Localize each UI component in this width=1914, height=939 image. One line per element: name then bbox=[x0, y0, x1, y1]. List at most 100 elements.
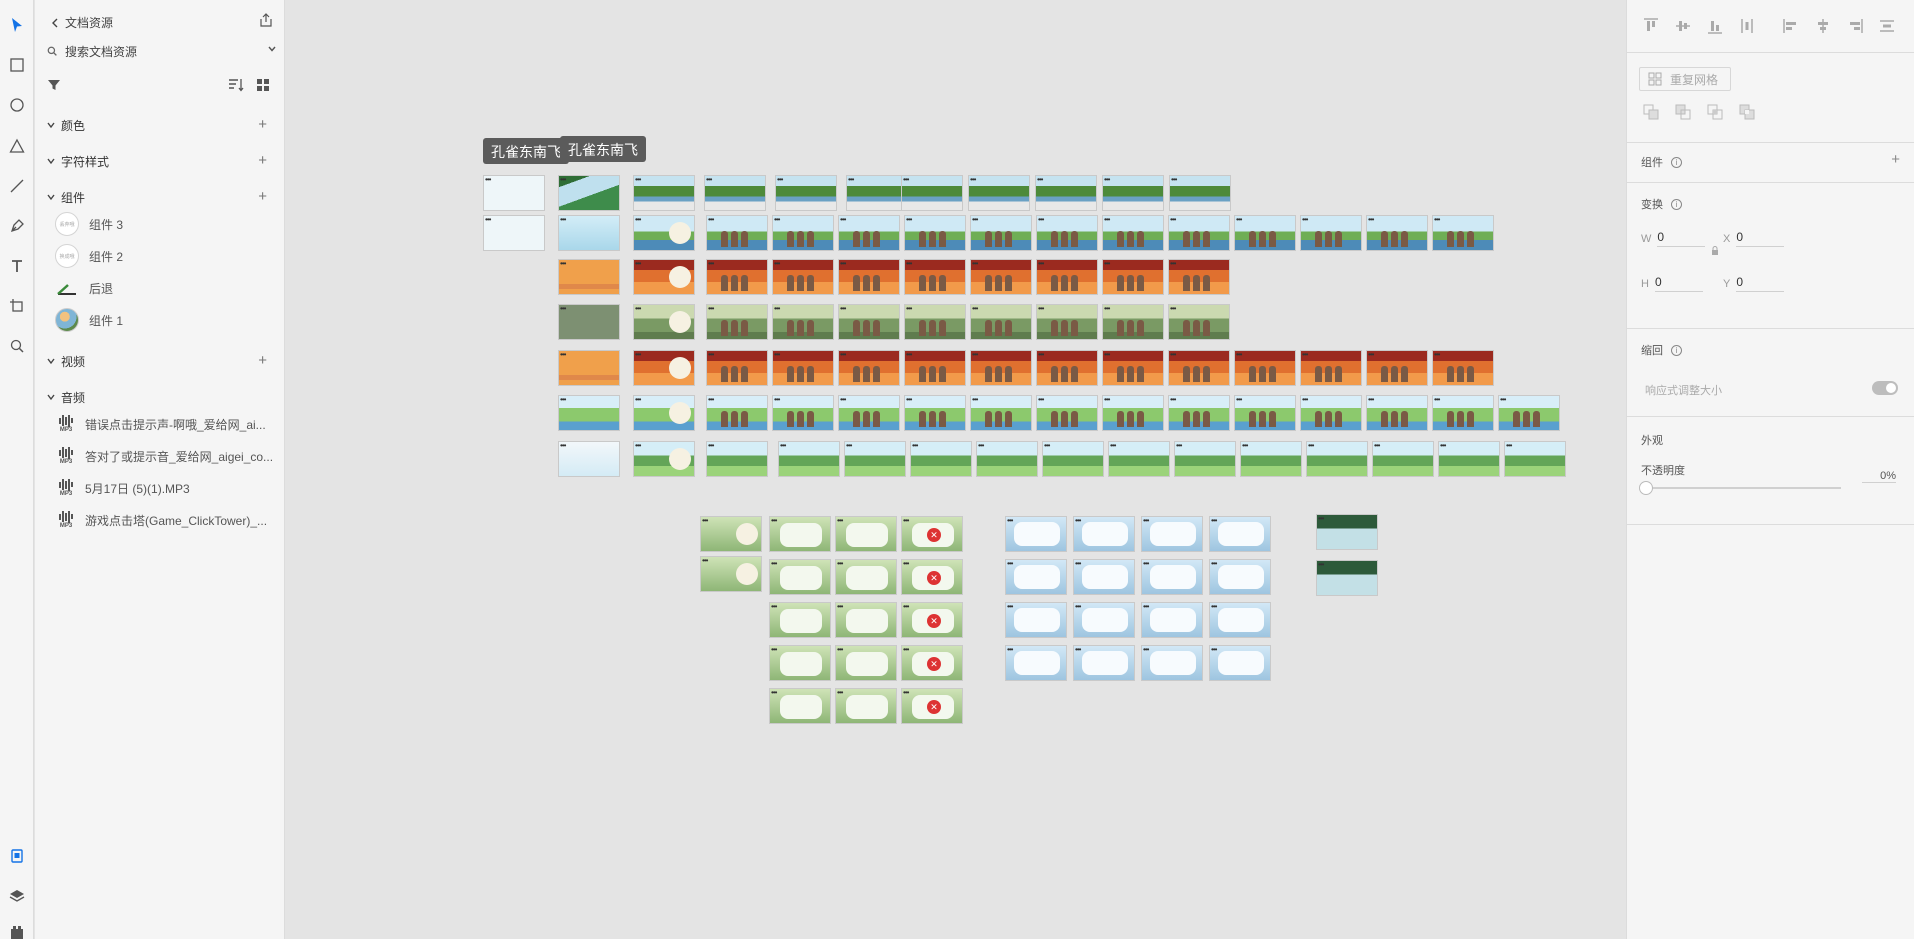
artboard-menu-icon[interactable]: ••• bbox=[1368, 350, 1374, 359]
artboard-menu-icon[interactable]: ••• bbox=[1075, 602, 1081, 611]
artboard-thumbnail[interactable]: ••• bbox=[1432, 215, 1494, 251]
artboard-thumbnail[interactable]: •••✕ bbox=[901, 559, 963, 595]
artboard-menu-icon[interactable]: ••• bbox=[903, 688, 909, 697]
artboard-thumbnail[interactable]: •••✕ bbox=[901, 602, 963, 638]
artboard-thumbnail[interactable]: ••• bbox=[558, 259, 620, 295]
artboard-menu-icon[interactable]: ••• bbox=[903, 559, 909, 568]
artboard-thumbnail[interactable]: ••• bbox=[1168, 215, 1230, 251]
artboard-thumbnail[interactable]: •••✕ bbox=[901, 645, 963, 681]
artboard-menu-icon[interactable]: ••• bbox=[978, 441, 984, 450]
artboard-menu-icon[interactable]: ••• bbox=[912, 441, 918, 450]
artboard-thumbnail[interactable]: ••• bbox=[778, 441, 840, 477]
artboard-menu-icon[interactable]: ••• bbox=[774, 395, 780, 404]
select-tool-icon[interactable] bbox=[6, 14, 28, 36]
artboard-thumbnail[interactable]: ••• bbox=[558, 441, 620, 477]
artboard-thumbnail[interactable]: •••✕ bbox=[901, 688, 963, 724]
artboard-thumbnail[interactable]: ••• bbox=[1141, 516, 1203, 552]
artboard-menu-icon[interactable]: ••• bbox=[1075, 645, 1081, 654]
artboard-thumbnail[interactable]: ••• bbox=[1102, 175, 1164, 211]
artboard-thumbnail[interactable]: ••• bbox=[904, 350, 966, 386]
share-icon[interactable] bbox=[258, 12, 274, 28]
plugins-icon[interactable] bbox=[6, 921, 28, 939]
artboard-menu-icon[interactable]: ••• bbox=[1302, 215, 1308, 224]
artboard-thumbnail[interactable]: ••• bbox=[1372, 441, 1434, 477]
info-icon[interactable]: i bbox=[1671, 156, 1682, 168]
artboard-thumbnail[interactable]: ••• bbox=[835, 559, 897, 595]
artboard-menu-icon[interactable]: ••• bbox=[774, 350, 780, 359]
artboard-thumbnail[interactable]: ••• bbox=[1102, 259, 1164, 295]
artboard-thumbnail[interactable]: ••• bbox=[1102, 304, 1164, 340]
align-center-icon[interactable] bbox=[1815, 18, 1831, 34]
artboard-menu-icon[interactable]: ••• bbox=[1434, 215, 1440, 224]
artboard-menu-icon[interactable]: ••• bbox=[1500, 395, 1506, 404]
artboard-menu-icon[interactable]: ••• bbox=[774, 215, 780, 224]
artboard-thumbnail[interactable]: ••• bbox=[1036, 395, 1098, 431]
artboard-thumbnail[interactable]: ••• bbox=[838, 259, 900, 295]
ellipse-tool-icon[interactable] bbox=[6, 94, 28, 116]
artboard-thumbnail[interactable]: ••• bbox=[1209, 559, 1271, 595]
artboard-menu-icon[interactable]: ••• bbox=[706, 175, 712, 184]
artboard-menu-icon[interactable]: ••• bbox=[1110, 441, 1116, 450]
artboard-menu-icon[interactable]: ••• bbox=[970, 175, 976, 184]
artboard-thumbnail[interactable]: ••• bbox=[1438, 441, 1500, 477]
artboard-menu-icon[interactable]: ••• bbox=[771, 559, 777, 568]
artboard-thumbnail[interactable]: ••• bbox=[904, 259, 966, 295]
artboard-thumbnail[interactable]: ••• bbox=[1234, 350, 1296, 386]
artboard-thumbnail[interactable]: ••• bbox=[706, 215, 768, 251]
artboard-thumbnail[interactable]: ••• bbox=[1141, 602, 1203, 638]
sort-icon[interactable] bbox=[228, 78, 244, 92]
artboard-thumbnail[interactable]: ••• bbox=[1036, 215, 1098, 251]
artboard-thumbnail[interactable]: ••• bbox=[1306, 441, 1368, 477]
artboard-thumbnail[interactable]: ••• bbox=[700, 516, 762, 552]
artboard-menu-icon[interactable]: ••• bbox=[1038, 304, 1044, 313]
lock-aspect-icon[interactable] bbox=[1711, 246, 1719, 256]
artboard-menu-icon[interactable]: ••• bbox=[1170, 259, 1176, 268]
artboard-thumbnail[interactable]: ••• bbox=[1366, 215, 1428, 251]
artboard-menu-icon[interactable]: ••• bbox=[1211, 516, 1217, 525]
artboard-thumbnail[interactable]: ••• bbox=[970, 215, 1032, 251]
artboard-thumbnail[interactable]: ••• bbox=[772, 350, 834, 386]
artboard-thumbnail[interactable]: ••• bbox=[772, 259, 834, 295]
distribute-horizontal-icon[interactable] bbox=[1739, 18, 1755, 34]
artboard-thumbnail[interactable]: ••• bbox=[1366, 350, 1428, 386]
artboard-menu-icon[interactable]: ••• bbox=[972, 259, 978, 268]
artboard-menu-icon[interactable]: ••• bbox=[1434, 395, 1440, 404]
artboard-menu-icon[interactable]: ••• bbox=[1211, 602, 1217, 611]
align-right-icon[interactable] bbox=[1847, 18, 1863, 34]
artboard-menu-icon[interactable]: ••• bbox=[635, 304, 641, 313]
artboard-menu-icon[interactable]: ••• bbox=[560, 441, 566, 450]
component-item[interactable]: 丢弃哦 组件 3 bbox=[55, 211, 123, 237]
artboard-thumbnail[interactable]: ••• bbox=[970, 259, 1032, 295]
artboard-thumbnail[interactable]: ••• bbox=[835, 602, 897, 638]
artboard-menu-icon[interactable]: ••• bbox=[774, 304, 780, 313]
artboard-menu-icon[interactable]: ••• bbox=[1075, 516, 1081, 525]
artboard-thumbnail[interactable]: ••• bbox=[1168, 350, 1230, 386]
info-icon[interactable]: i bbox=[1671, 344, 1682, 356]
artboard-menu-icon[interactable]: ••• bbox=[837, 559, 843, 568]
artboard-thumbnail[interactable]: ••• bbox=[1073, 602, 1135, 638]
artboard-thumbnail[interactable]: ••• bbox=[633, 259, 695, 295]
artboard-thumbnail[interactable]: ••• bbox=[1035, 175, 1097, 211]
artboard-thumbnail[interactable]: ••• bbox=[1316, 514, 1378, 550]
artboard-thumbnail[interactable]: ••• bbox=[1432, 395, 1494, 431]
artboard-thumbnail[interactable]: ••• bbox=[835, 645, 897, 681]
section-char-styles[interactable]: 字符样式 + bbox=[47, 152, 273, 170]
layers-icon[interactable] bbox=[6, 885, 28, 907]
artboard-menu-icon[interactable]: ••• bbox=[1302, 395, 1308, 404]
boolean-intersect-icon[interactable] bbox=[1707, 104, 1723, 120]
artboard-thumbnail[interactable]: ••• bbox=[1169, 175, 1231, 211]
artboard-menu-icon[interactable]: ••• bbox=[837, 516, 843, 525]
artboard-menu-icon[interactable]: ••• bbox=[708, 395, 714, 404]
artboard-menu-icon[interactable]: ••• bbox=[1170, 304, 1176, 313]
artboard-thumbnail[interactable]: ••• bbox=[633, 395, 695, 431]
artboard-menu-icon[interactable]: ••• bbox=[771, 688, 777, 697]
artboard-menu-icon[interactable]: ••• bbox=[903, 645, 909, 654]
artboard-menu-icon[interactable]: ••• bbox=[1302, 350, 1308, 359]
artboard-menu-icon[interactable]: ••• bbox=[972, 395, 978, 404]
artboard-thumbnail[interactable]: ••• bbox=[483, 215, 545, 251]
y-value[interactable]: 0 bbox=[1736, 275, 1785, 292]
artboard-menu-icon[interactable]: ••• bbox=[840, 259, 846, 268]
artboard-menu-icon[interactable]: ••• bbox=[560, 175, 566, 184]
artboard-menu-icon[interactable]: ••• bbox=[560, 259, 566, 268]
artboard-thumbnail[interactable]: ••• bbox=[1036, 350, 1098, 386]
